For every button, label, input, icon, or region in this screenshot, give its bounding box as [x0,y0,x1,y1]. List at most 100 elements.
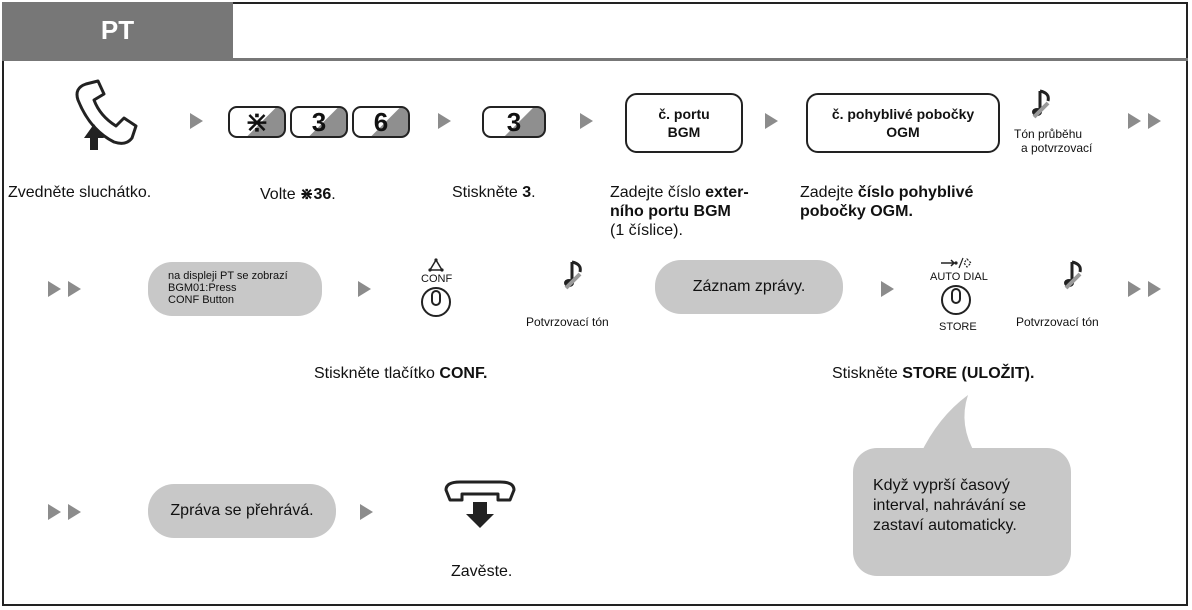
pt-display-line1: na displeji PT se zobrazí [168,270,288,282]
timeout-note-line2: interval, nahrávání se [873,497,1026,514]
music-note-icon [1064,260,1082,290]
continue-arrow [1128,281,1141,297]
continue-arrow [68,504,81,520]
continue-arrow [68,281,81,297]
caption-press-store-prefix: Stiskněte [832,365,903,382]
step-arrow [358,281,371,297]
confirm-tone-label-text: Potvrzovací tón [1016,315,1099,329]
timeout-note-line3: zastaví automaticky. [873,517,1017,534]
caption-bgm-line1-normal: Zadejte číslo [610,184,706,201]
pt-display-line2: BGM01:Press [168,282,237,294]
message-playing-label: Zpráva se přehrává. [170,502,314,519]
key-3-single-label: 3 [506,106,522,137]
bgm-port-box-line1: č. portu [658,106,710,122]
caption-ogm-line1: Zadejte číslo pohyblivé [800,183,973,202]
timeout-note-bubble: Když vyprší časový interval, nahrávání s… [853,448,1071,576]
caption-press-3-key: 3 [522,184,532,201]
caption-ogm-extension: Zadejte číslo pohyblivé pobočky OGM. [800,183,973,221]
store-label: STORE [939,321,977,333]
pt-display-message: na displeji PT se zobrazí BGM01:Press CO… [148,262,322,316]
music-note-icon [1032,89,1050,119]
header-tab: PT [2,2,233,58]
continue-arrow [48,504,61,520]
caption-press-conf-prefix: Stiskněte tlačítko [314,365,440,382]
caption-press-store-bold: STORE (ULOŽIT). [902,365,1035,382]
caption-dial: Volte ⋇36. [260,185,336,204]
caption-press-store: Stiskněte STORE (ULOŽIT). [832,364,1034,383]
conf-button [421,287,451,317]
key-6-label: 6 [373,106,389,137]
caption-dial-prefix: Volte [260,186,301,203]
handset-off-hook-icon [75,79,138,150]
bgm-port-box: č. portu BGM [625,93,743,153]
caption-ogm-line1-normal: Zadejte [800,184,858,201]
caption-ogm-line2: pobočky OGM. [800,202,973,221]
conference-icon [428,258,444,272]
caption-bgm-line1-bold: exter- [705,184,749,201]
star-key-label: ⋇ [244,105,270,139]
ogm-extension-box-line2: OGM [886,124,920,140]
step-arrow [580,113,593,129]
caption-bgm-line3: (1 číslice). [610,222,683,239]
continue-arrow [1148,281,1161,297]
handset-on-hook-icon [444,480,516,528]
caption-bgm-line2-bold: ního portu BGM [610,203,731,220]
speech-bubble-tail [920,395,976,455]
bgm-port-box-line2: BGM [667,124,701,140]
caption-dial-suffix: . [331,186,336,203]
caption-press-3-suffix: . [531,184,536,201]
step-arrow [360,504,373,520]
caption-ogm-line1-bold: číslo pohyblivé [857,184,974,201]
caption-lift-handset-text: Zvedněte sluchátko. [8,184,152,201]
caption-bgm-line1: Zadejte číslo exter- [610,183,749,202]
timeout-note-line1: Když vyprší časový [873,477,1010,494]
tone-label: a potvrzovací [1021,141,1092,155]
caption-hang-up: Zavěste. [451,562,512,581]
caption-dial-code: ⋇36 [300,186,332,203]
music-note-icon [564,260,582,290]
caption-lift-handset: Zvedněte sluchátko. [8,183,151,202]
caption-bgm-port: Zadejte číslo exter- ního portu BGM (1 č… [610,183,749,240]
caption-press-conf-bold: CONF. [439,365,488,382]
store-button [941,285,971,315]
pt-display-line3: CONF Button [168,294,235,306]
caption-press-conf: Stiskněte tlačítko CONF. [314,364,487,383]
header-divider [2,58,1188,61]
caption-press-3: Stiskněte 3. [452,183,536,202]
conf-button-label-text: CONF [421,273,453,285]
conf-button-label: CONF [421,273,452,285]
confirm-tone-label-text: Potvrzovací tón [526,315,609,329]
caption-hang-up-text: Zavěste. [451,563,513,580]
ogm-extension-box-line1: č. pohyblivé pobočky [831,106,975,122]
auto-dial-icon [941,257,972,269]
star-key: ⋇ [228,105,286,139]
header-title: PT [100,14,135,45]
continue-arrow [1148,113,1161,129]
caption-press-3-prefix: Stiskněte [452,184,523,201]
continue-arrow [1128,113,1141,129]
confirm-tone-label: Potvrzovací tón [526,315,609,329]
auto-dial-label: AUTO DIAL [930,271,988,283]
caption-ogm-line2-bold: pobočky OGM. [800,203,913,220]
confirm-tone-label: Potvrzovací tón [1016,315,1099,329]
key-3: 3 [290,106,348,138]
record-message-pill: Záznam zprávy. [655,260,843,314]
tone-label-line2: a potvrzovací [1021,141,1093,155]
key-3-label: 3 [311,106,327,137]
tone-label: Tón průběhu [1014,127,1082,141]
message-playing-pill: Zpráva se přehrává. [148,484,336,538]
ogm-extension-box: č. pohyblivé pobočky OGM [806,93,1000,153]
auto-dial-label-text: AUTO DIAL [930,271,988,283]
store-label-text: STORE [939,321,977,333]
step-arrow [765,113,778,129]
step-arrow [438,113,451,129]
key-6: 6 [352,106,410,138]
step-arrow [190,113,203,129]
continue-arrow [48,281,61,297]
step-arrow [881,281,894,297]
tone-label-line1: Tón průběhu [1014,127,1083,141]
key-3-single: 3 [482,106,546,138]
record-message-label: Záznam zprávy. [692,278,806,295]
caption-bgm-line2: ního portu BGM [610,202,749,221]
